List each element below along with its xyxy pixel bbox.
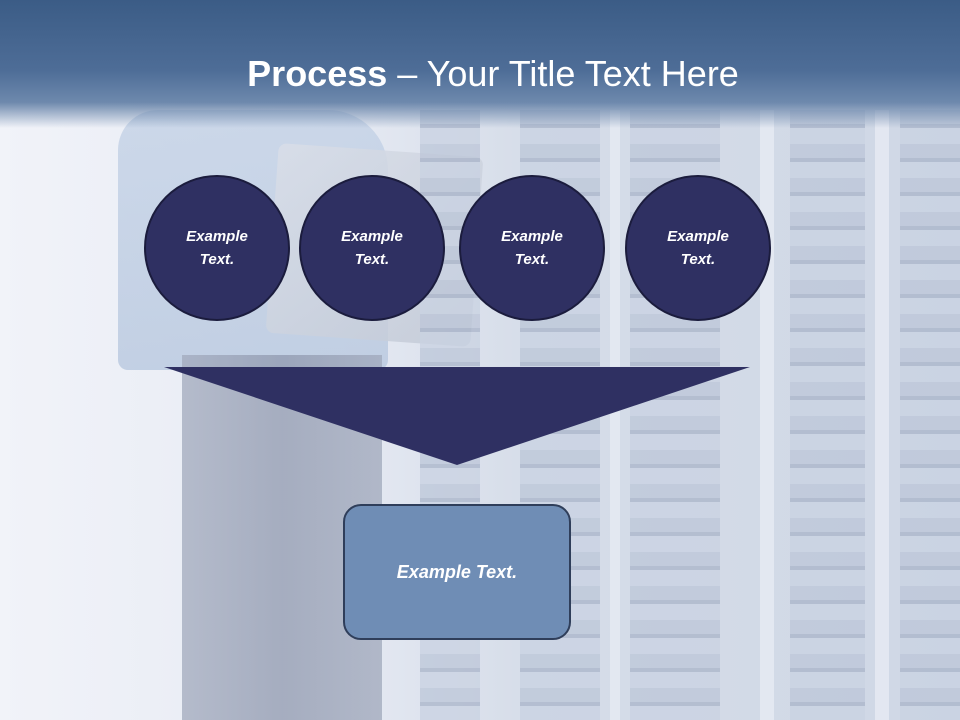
process-step-2-label: Example Text.: [341, 228, 403, 268]
process-step-3: Example Text.: [459, 175, 605, 321]
title-rest: – Your Title Text Here: [387, 53, 739, 94]
slide-title: Process – Your Title Text Here: [0, 52, 960, 96]
process-step-4-label: Example Text.: [667, 228, 729, 268]
process-step-1-label: Example Text.: [186, 228, 248, 268]
title-bar: [0, 0, 960, 128]
process-step-2: Example Text.: [299, 175, 445, 321]
result-label: Example Text.: [396, 561, 518, 582]
result-box: Example Text.: [343, 504, 571, 640]
process-step-3-label: Example Text.: [501, 228, 563, 268]
funnel-arrow: [164, 367, 750, 465]
process-step-4: Example Text.: [625, 175, 771, 321]
title-bold: Process: [247, 53, 388, 94]
process-step-1: Example Text.: [144, 175, 290, 321]
